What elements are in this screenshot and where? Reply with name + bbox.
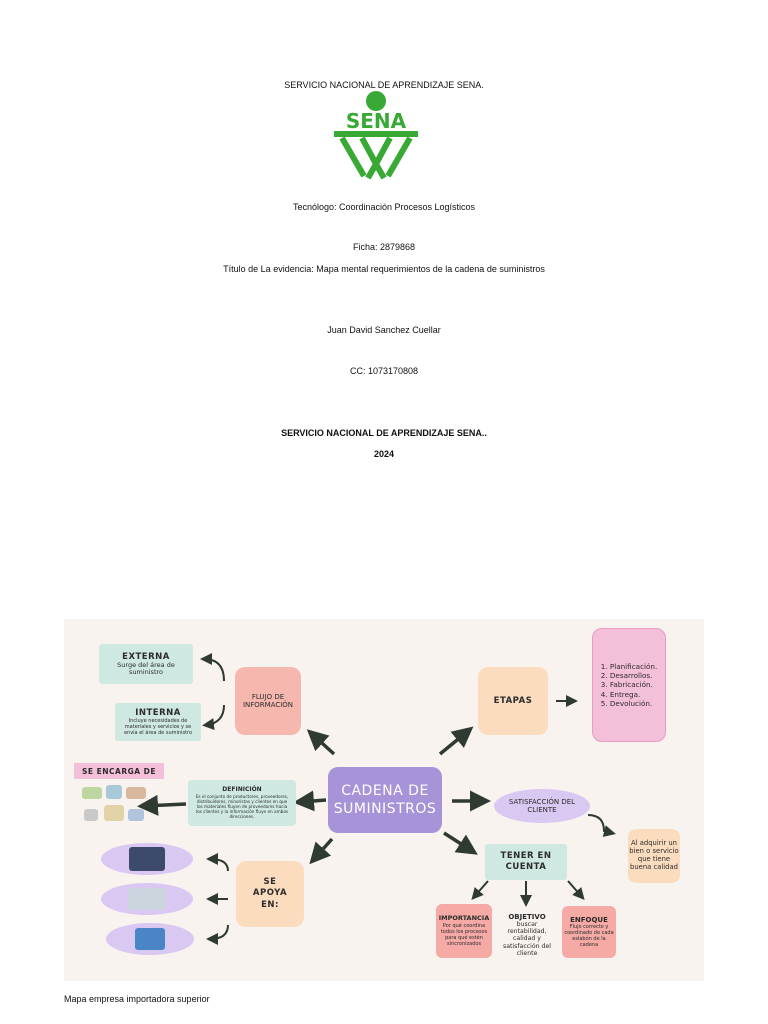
arrow-icon bbox=[471, 880, 489, 901]
image-thumbnail bbox=[135, 928, 165, 950]
figure-caption: Mapa empresa importadora superior bbox=[64, 994, 210, 1004]
mind-map-image: EXTERNA Surge del área de suministro INT… bbox=[64, 619, 704, 981]
arrow-icon bbox=[443, 831, 478, 855]
se-apoya-label: SE APOYA EN: bbox=[252, 876, 288, 910]
satisfaccion-node: SATISFACCIÓN DEL CLIENTE bbox=[494, 789, 590, 823]
objetivo-node: OBJETIVO buscar rentabilidad, calidad y … bbox=[498, 904, 556, 966]
image-thumbnail bbox=[129, 847, 165, 871]
arrow-icon bbox=[137, 794, 187, 816]
id-number: CC: 1073170808 bbox=[349, 366, 419, 376]
definicion-node: DEFINICIÓN Es el conjunto de productores… bbox=[188, 780, 296, 826]
tener-en-cuenta-node: TENER EN CUENTA bbox=[485, 844, 567, 880]
arrow-icon bbox=[567, 880, 585, 901]
apoyo-oval bbox=[106, 923, 194, 955]
satisfaccion-label: SATISFACCIÓN DEL CLIENTE bbox=[508, 797, 576, 814]
apoyo-oval bbox=[101, 843, 193, 875]
flujo-node: FLUJO DE INFORMACIÓN bbox=[235, 667, 301, 735]
ficha-number: Ficha: 2879868 bbox=[352, 242, 416, 252]
mind-map-arrows bbox=[137, 653, 616, 945]
image-thumbnail bbox=[104, 805, 124, 821]
etapa-item: 3. Fabricación. bbox=[600, 680, 653, 690]
interna-body: Incluye necesidades de materiales y serv… bbox=[123, 718, 193, 736]
sena-logo: SENA bbox=[334, 91, 418, 180]
se-apoya-node: SE APOYA EN: bbox=[236, 861, 304, 927]
definicion-title: DEFINICIÓN bbox=[222, 785, 262, 793]
etapas-node: ETAPAS bbox=[478, 667, 548, 735]
center-label: CADENA DE SUMINISTROS bbox=[333, 782, 437, 817]
flujo-label: FLUJO DE INFORMACIÓN bbox=[242, 692, 294, 709]
definicion-body: Es el conjunto de productores, proveedor… bbox=[195, 793, 289, 819]
arrow-icon bbox=[587, 814, 616, 837]
se-encarga-node: SE ENCARGA DE bbox=[74, 763, 164, 779]
image-thumbnail bbox=[106, 785, 122, 799]
interna-node: INTERNA Incluye necesidades de materiale… bbox=[115, 703, 201, 741]
institution-name-bold: SERVICIO NACIONAL DE APRENDIZAJE SENA.. bbox=[281, 428, 487, 438]
sena-logo-text: SENA bbox=[346, 109, 407, 133]
image-thumbnail bbox=[128, 888, 166, 910]
etapa-item: 1. Planificación. bbox=[600, 661, 658, 671]
image-thumbnail bbox=[84, 809, 98, 821]
etapas-list-node: 1. Planificación. 2. Desarrollos. 3. Fab… bbox=[592, 628, 666, 742]
image-thumbnail bbox=[126, 787, 146, 799]
arrow-icon bbox=[438, 726, 474, 756]
importancia-body: Por qué coordina todos los procesos para… bbox=[440, 922, 488, 947]
interna-title: INTERNA bbox=[135, 708, 181, 718]
arrow-icon bbox=[306, 729, 336, 756]
etapas-list: 1. Planificación. 2. Desarrollos. 3. Fab… bbox=[601, 662, 658, 709]
apoyo-oval bbox=[101, 883, 193, 915]
se-encarga-label: SE ENCARGA DE bbox=[81, 766, 157, 776]
arrow-icon bbox=[202, 704, 225, 731]
evidence-title: Título de La evidencia: Mapa mental requ… bbox=[223, 264, 545, 274]
enfoque-body: Flujo correcto y coordinado de cada esla… bbox=[564, 924, 614, 949]
etapa-item: 4. Entrega. bbox=[600, 689, 641, 699]
author-name: Juan David Sanchez Cuellar bbox=[327, 325, 441, 335]
etapas-label: ETAPAS bbox=[493, 696, 533, 706]
tener-en-cuenta-label: TENER EN CUENTA bbox=[500, 850, 552, 872]
image-thumbnail bbox=[82, 787, 102, 799]
importancia-title: IMPORTANCIA bbox=[438, 914, 490, 923]
enfoque-title: ENFOQUE bbox=[570, 915, 608, 924]
arrow-icon bbox=[293, 790, 327, 812]
al-adquirir-node: Al adquirir un bien o servicio que tiene… bbox=[628, 829, 680, 883]
image-thumbnail bbox=[128, 809, 144, 821]
institution-name: SERVICIO NACIONAL DE APRENDIZAJE SENA. bbox=[284, 80, 484, 90]
etapa-item: 5. Devolución. bbox=[600, 699, 653, 709]
program-name: Tecnólogo: Coordinación Procesos Logísti… bbox=[292, 202, 476, 212]
year: 2024 bbox=[373, 449, 395, 459]
arrow-icon bbox=[309, 837, 334, 865]
importancia-node: IMPORTANCIA Por qué coordina todos los p… bbox=[436, 904, 492, 958]
etapa-item: 2. Desarrollos. bbox=[600, 670, 653, 680]
arrow-icon bbox=[200, 653, 225, 682]
enfoque-node: ENFOQUE Flujo correcto y coordinado de c… bbox=[562, 906, 616, 958]
externa-body: Surge del área de suministro bbox=[117, 660, 175, 676]
externa-title: EXTERNA bbox=[122, 651, 170, 662]
objetivo-title: OBJETIVO bbox=[508, 913, 546, 922]
al-adquirir-label: Al adquirir un bien o servicio que tiene… bbox=[629, 839, 679, 871]
externa-node: EXTERNA Surge del área de suministro bbox=[99, 644, 193, 684]
arrow-icon bbox=[206, 853, 229, 872]
objetivo-body: buscar rentabilidad, calidad y satisfacc… bbox=[502, 921, 551, 957]
arrow-icon bbox=[206, 924, 229, 945]
center-node: CADENA DE SUMINISTROS bbox=[328, 767, 442, 833]
